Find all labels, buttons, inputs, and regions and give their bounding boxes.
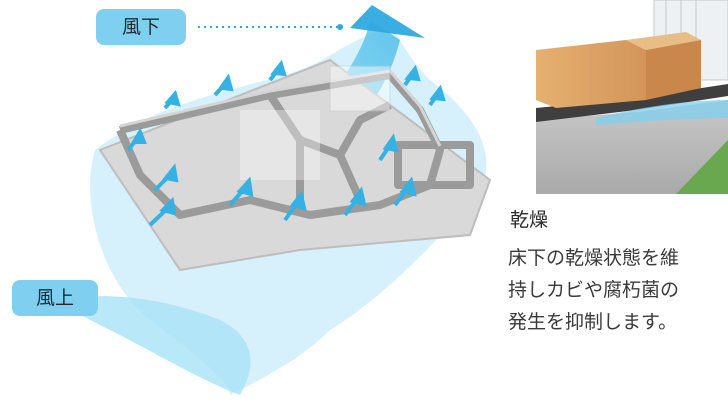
airflow-stream-lower bbox=[60, 296, 251, 395]
description-title: 乾燥 bbox=[510, 209, 549, 231]
grass bbox=[676, 140, 728, 194]
leader-dot bbox=[337, 24, 343, 30]
ventilation-channel-2 bbox=[329, 65, 391, 112]
ventilation-channel bbox=[240, 110, 320, 180]
foundation-packing bbox=[536, 84, 728, 122]
ventilation-flow bbox=[596, 100, 728, 125]
large-arrow-head bbox=[350, 5, 425, 38]
description-body: 床下の乾燥状態を維 持しカビや腐朽菌の 発生を抑制します。 bbox=[508, 242, 728, 338]
foundation-photo bbox=[536, 0, 728, 194]
wooden-sill bbox=[536, 40, 646, 108]
description-line-1: 床下の乾燥状態を維 bbox=[508, 247, 680, 269]
description-line-2: 持しカビや腐朽菌の bbox=[508, 279, 680, 301]
foundation-walls-top bbox=[119, 69, 442, 147]
concrete-foundation bbox=[536, 100, 728, 194]
upwind-label: 風上 bbox=[12, 280, 98, 316]
description-line-3: 発生を抑制します。 bbox=[508, 311, 678, 333]
airflow-arrows bbox=[126, 59, 446, 227]
downwind-label: 風下 bbox=[96, 9, 186, 45]
